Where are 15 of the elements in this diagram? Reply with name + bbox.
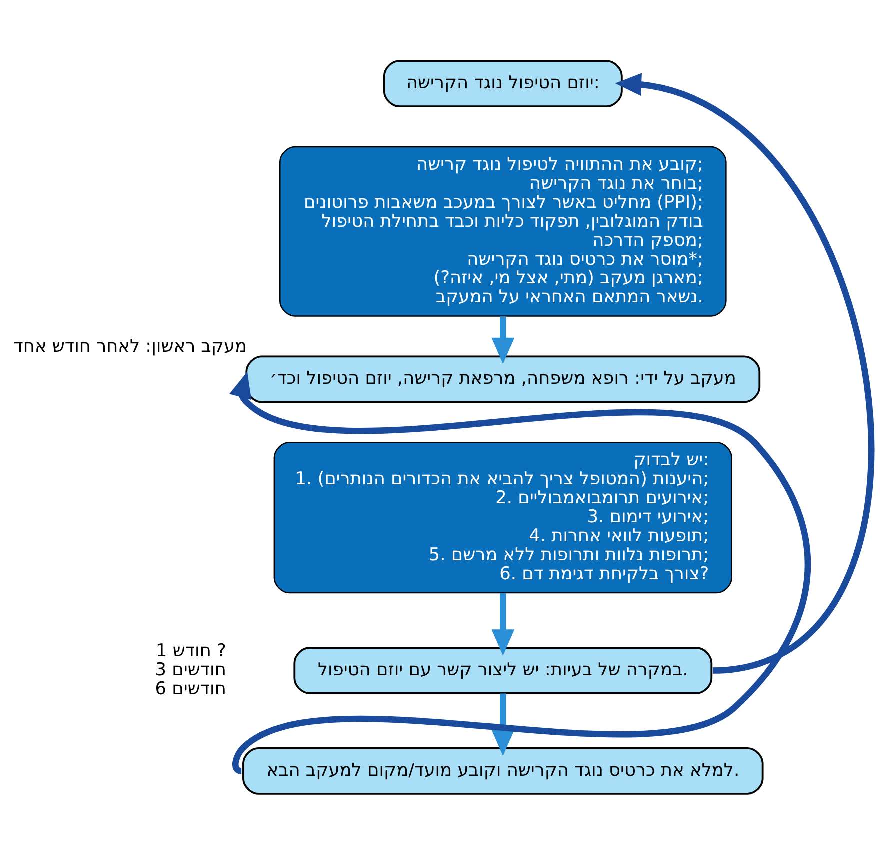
node-box: יש לבדוק: 1. היענות (המטופל צריך להביא את הכדורים הנותרים); 2. אירועים תרומבואמבוליים; 3. אירועי דימום; 4. תופעות לוואי אחרות; 5. תרופות נלוות ותרופות ללא מרשם; 6. צורך בלקיחת דגימת דם? — [273, 442, 732, 594]
arrow — [491, 316, 514, 364]
node-box: במקרה של בעיות: יש ליצור קשר עם יוזם הטיפול. — [293, 647, 712, 694]
node-box: קובע את ההתוויה לטיפול נוגד קרישה; בוחר את נוגד הקרישה; מחליט באשר לצורך במעכב משאבות פרוטונים (PPI); בודק המוגלובין, תפקוד כליות וכבד בתחילת הטיפול מספק הדרכה; מוסר את כרטיס נוגד הקרישה*; מארגן מעקב (מתי, אצל מי, איזה?); נשאר המתאם האחראי על המעקב. — [278, 146, 726, 317]
label: 1 חודש ? — [155, 641, 226, 662]
label: 6 חודשים — [154, 679, 226, 700]
arrow — [491, 593, 514, 656]
arrow — [614, 73, 874, 674]
node-box: למלא את כרטיס נוגד הקרישה וקובע מועד/מקום למעקב הבא. — [242, 748, 764, 795]
arrow — [229, 372, 810, 773]
node-box: יוזם הטיפול נוגד הקרישה: — [382, 60, 622, 108]
arrow — [491, 694, 514, 756]
node-label: מעקב ראשון: לאחר חודש אחד — [13, 336, 247, 357]
node-box: מעקב על ידי: רופא משפחה, מרפאת קרישה, יוזם הטיפול וכד׳ — [245, 356, 760, 404]
label: 3 חודשים — [154, 660, 226, 680]
